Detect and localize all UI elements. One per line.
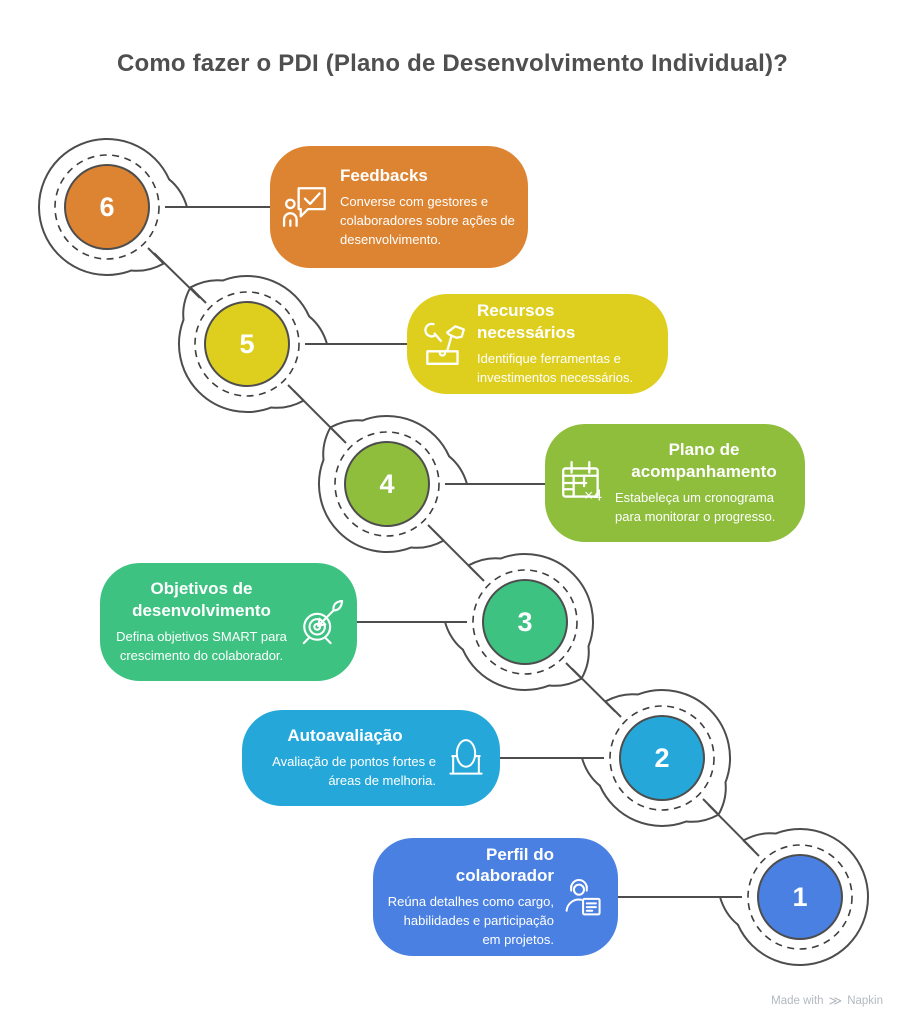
step-node-6: 6: [38, 138, 188, 276]
step-circle: [619, 715, 705, 801]
step-node-5: 5: [178, 275, 328, 413]
step-card-description: Identifique ferramentas e investimentos …: [477, 350, 634, 385]
step-card-objetivos: Objetivos de desenvolvimento Defina obje…: [100, 563, 357, 681]
watermark: Made with ≫ Napkin: [771, 994, 883, 1007]
step-card-title: Perfil do colaborador: [455, 844, 554, 886]
step-card-title: Plano de acompanhamento: [631, 440, 777, 481]
step-card-description: Defina objetivos SMART para crescimento …: [116, 628, 287, 663]
person-document-icon: [562, 875, 606, 919]
tools-icon: [419, 319, 469, 369]
mirror-icon: [444, 736, 488, 780]
step-card-text: Plano de acompanhamento Estabeleça um cr…: [615, 439, 793, 526]
step-card-title: Feedbacks: [340, 165, 428, 185]
watermark-brand: Napkin: [847, 994, 883, 1007]
step-card-text: Perfil do colaborador Reúna detalhes com…: [385, 844, 554, 950]
step-card-description: Converse com gestores e colaboradores so…: [340, 193, 515, 247]
step-card-recursos: Recursos necessários Identifique ferrame…: [407, 294, 668, 394]
step-number: 5: [239, 329, 254, 359]
step-card-title: Objetivos de desenvolvimento: [132, 579, 271, 620]
step-card-description: Avaliação de pontos fortes e áreas de me…: [272, 754, 436, 789]
step-number: 3: [517, 607, 532, 637]
step-card-plano: ×4 Plano de acompanhamento Estabeleça um…: [545, 424, 805, 542]
step-card-feedbacks: Feedbacks Converse com gestores e colabo…: [270, 146, 528, 268]
step-node-2: 2: [581, 689, 731, 827]
step-card-autoavaliacao: Autoavaliação Avaliação de pontos fortes…: [242, 710, 500, 806]
step-circle: [204, 301, 290, 387]
step-card-text: Feedbacks Converse com gestores e colabo…: [340, 165, 516, 250]
step-card-text: Autoavaliação Avaliação de pontos fortes…: [254, 725, 436, 791]
step-circle: [344, 441, 430, 527]
watermark-text: Made with: [771, 994, 824, 1007]
step-node-4: 4: [318, 415, 468, 553]
step-number: 6: [99, 192, 114, 222]
person-chat-check-icon: [282, 182, 332, 232]
step-number: 4: [379, 469, 394, 499]
step-circle: [64, 164, 150, 250]
svg-text:×4: ×4: [584, 488, 602, 505]
step-circle: [757, 854, 843, 940]
step-card-perfil: Perfil do colaborador Reúna detalhes com…: [373, 838, 618, 956]
step-number: 1: [792, 882, 807, 912]
napkin-logo-icon: ≫: [828, 993, 843, 1008]
step-card-text: Objetivos de desenvolvimento Defina obje…: [112, 578, 291, 665]
step-node-1: 1: [719, 828, 869, 966]
step-circle: [482, 579, 568, 665]
step-node-3: 3: [444, 553, 594, 691]
step-card-description: Estabeleça um cronograma para monitorar …: [615, 489, 776, 524]
page-title: Como fazer o PDI (Plano de Desenvolvimen…: [116, 50, 789, 77]
calendar-x4-icon: ×4: [557, 458, 607, 508]
step-card-description: Reúna detalhes como cargo, habilidades e…: [387, 894, 554, 948]
step-number: 2: [654, 743, 669, 773]
step-card-text: Recursos necessários Identifique ferrame…: [477, 300, 656, 387]
target-dart-icon: [299, 599, 345, 645]
step-card-title: Autoavaliação: [287, 725, 403, 745]
step-card-title: Recursos necessários: [477, 301, 576, 342]
